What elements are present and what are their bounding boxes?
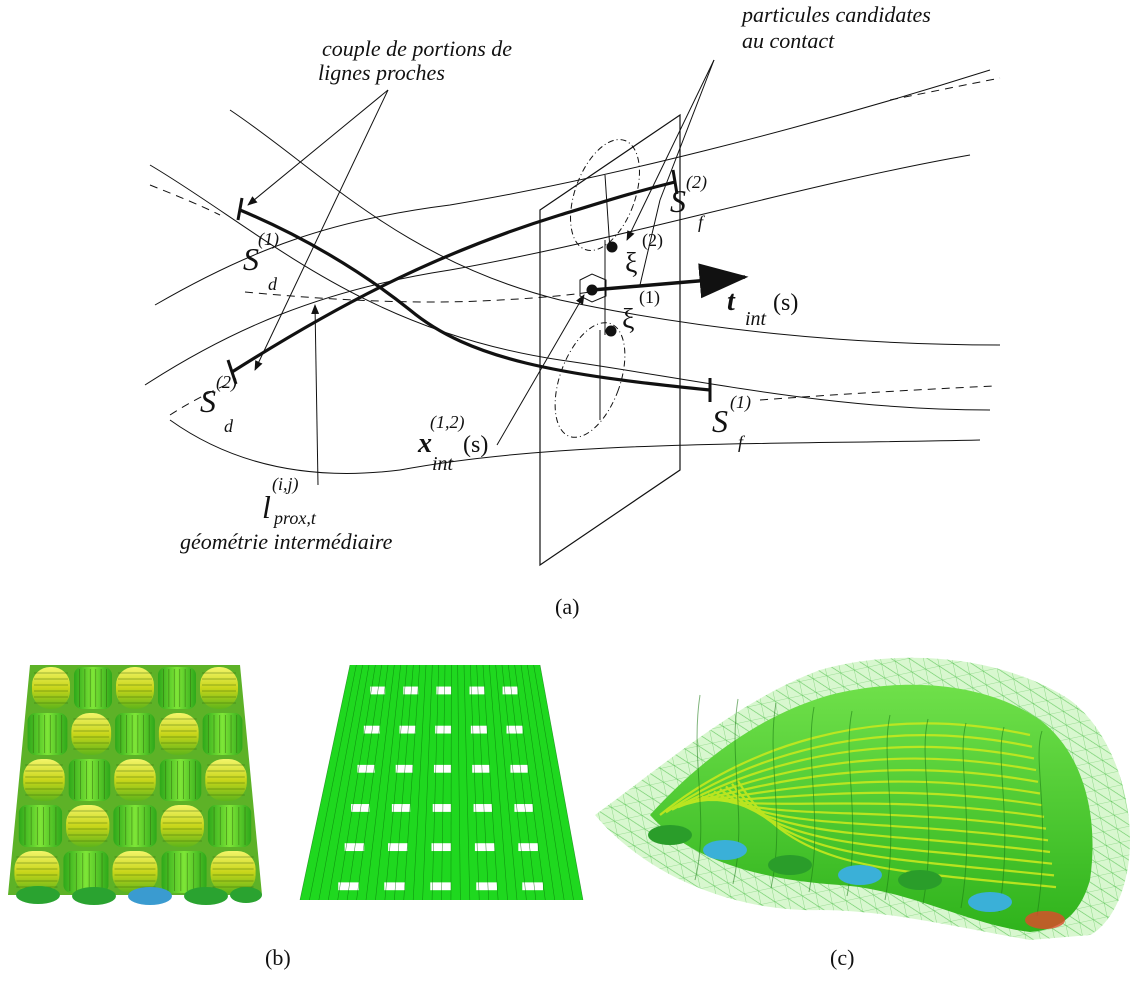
svg-text:d: d [268, 274, 278, 294]
svg-text:int: int [432, 453, 454, 475]
t-int-label: t int (s) [727, 286, 798, 330]
particules-label-line2: au contact [742, 28, 835, 53]
particules-label-line1: particules candidates [740, 2, 931, 27]
x-int-label: x (1,2) int (s) [417, 412, 488, 475]
xi1-point [605, 325, 617, 337]
upper-cross-section [570, 139, 640, 251]
caption-b: (b) [265, 945, 291, 970]
svg-text:(1): (1) [730, 392, 751, 413]
caption-a: (a) [555, 594, 580, 619]
svg-text:d: d [224, 416, 234, 436]
s-f2-label: S (2) f [670, 172, 707, 232]
s-d1-label: S (1) d [243, 229, 279, 294]
svg-text:(2): (2) [216, 372, 237, 393]
panel-c-draped-render [590, 640, 1136, 940]
woven-fabric-svg [8, 665, 262, 905]
svg-text:l: l [262, 489, 271, 525]
tangent-arrow [591, 263, 749, 299]
svg-text:t: t [727, 286, 736, 317]
svg-text:x: x [417, 428, 432, 459]
svg-text:(1): (1) [258, 229, 279, 250]
panel-a-diagram: couple de portions de lignes proches par… [144, 2, 1001, 567]
svg-text:ξ: ξ [625, 248, 637, 279]
thick-portion-lines [231, 180, 711, 392]
contact-plane [539, 113, 681, 567]
svg-text:f: f [738, 432, 746, 452]
couple-label-line1: couple de portions de [322, 36, 512, 61]
caption-c: (c) [830, 945, 855, 970]
line-end-ticks [226, 169, 712, 402]
fiber-boundary-curves [144, 69, 1001, 474]
xi2-point [606, 241, 618, 253]
svg-text:(i,j): (i,j) [272, 474, 299, 495]
svg-text:(1,2): (1,2) [430, 412, 465, 433]
s-d2-label: S (2) d [200, 372, 237, 436]
l-prox-label: l (i,j) prox,t [262, 474, 317, 528]
xi2-label: ξ (2) [625, 230, 663, 279]
svg-text:int: int [745, 308, 767, 330]
geometrie-label: géométrie intermédiaire [180, 529, 393, 554]
svg-text:f: f [698, 212, 706, 232]
svg-text:prox,t: prox,t [272, 508, 317, 528]
couple-label-line2: lignes proches [318, 60, 445, 85]
svg-text:(1): (1) [639, 287, 660, 308]
dashed-continuations [149, 77, 1001, 416]
panel-b-grid-render [295, 650, 595, 920]
svg-text:(2): (2) [686, 172, 707, 193]
svg-text:S: S [712, 403, 728, 439]
svg-text:S: S [200, 383, 216, 419]
svg-text:(s): (s) [773, 290, 798, 316]
svg-text:S: S [670, 183, 686, 219]
svg-text:(s): (s) [463, 432, 488, 458]
annotation-arrows [247, 59, 715, 486]
panel-b-woven-render [0, 650, 270, 920]
svg-text:S: S [243, 241, 259, 277]
svg-text:(2): (2) [642, 230, 663, 251]
contact-geometry-svg: couple de portions de lignes proches par… [144, 2, 1001, 567]
draped-fabric-svg [595, 657, 1130, 940]
s-f1-label: S (1) f [712, 392, 751, 452]
xi1-label: ξ (1) [622, 287, 660, 335]
green-grid-svg [299, 664, 584, 901]
svg-text:ξ: ξ [622, 304, 634, 335]
